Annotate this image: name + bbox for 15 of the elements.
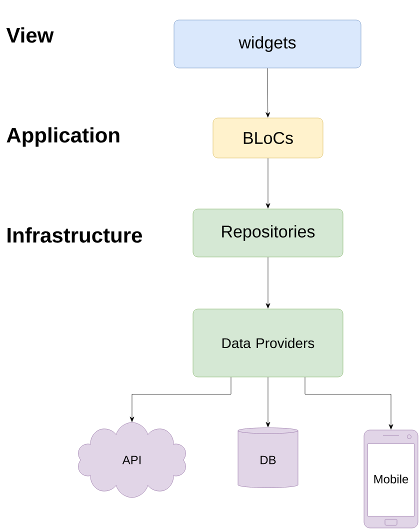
- phone-drawing: Mobile: [364, 430, 418, 528]
- arrow: [266, 377, 270, 428]
- process-box: BLoCs: [212, 118, 324, 158]
- database-cylinder: DB: [238, 428, 298, 488]
- process-box: Repositories: [192, 208, 344, 258]
- arrow: [266, 68, 270, 118]
- process-box: Data Providers: [192, 308, 344, 378]
- arrow: [266, 257, 270, 308]
- layer-label: View: [6, 27, 54, 43]
- arrow: [304, 377, 394, 430]
- layer-label: Application: [6, 127, 120, 147]
- process-box: widgets: [174, 20, 362, 68]
- arrow: [130, 377, 232, 422]
- layer-label: Infrastructure: [8, 227, 142, 243]
- arrow: [266, 158, 270, 208]
